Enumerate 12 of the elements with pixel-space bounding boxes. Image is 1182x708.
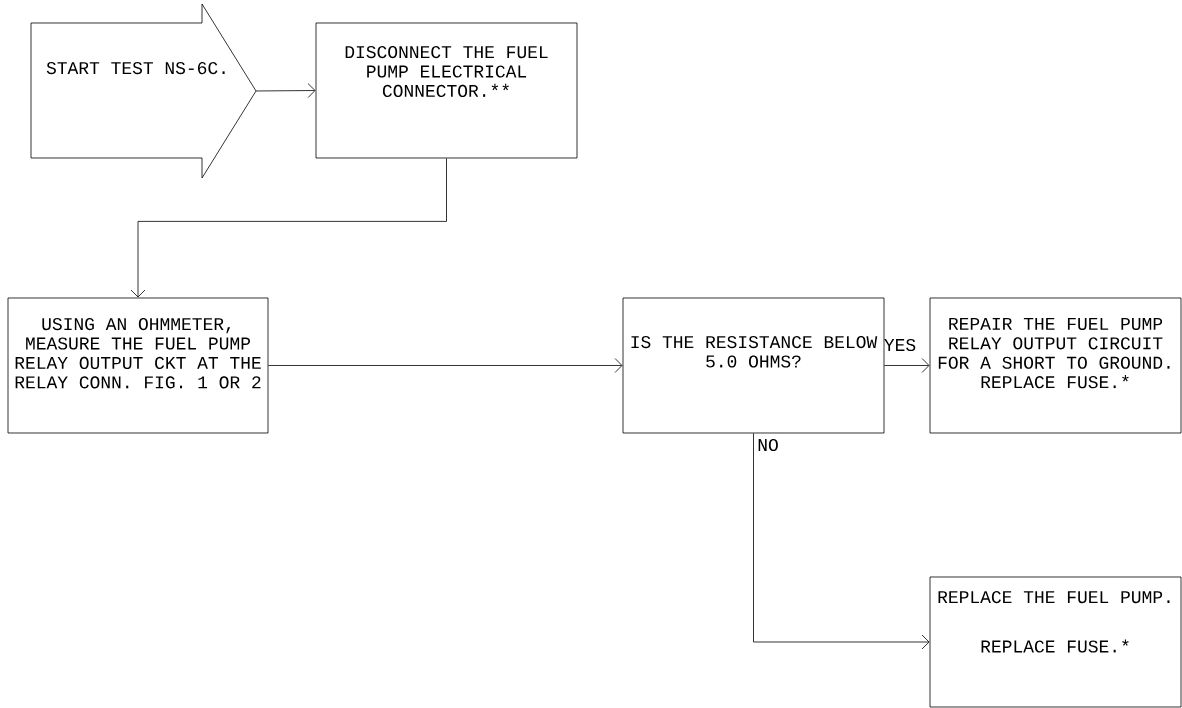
process-box: USING AN OHMMETER, MEASURE THE FUEL PUMP RELAY OUTPUT CKT AT THE RELAY CONN. FIG. 1 OR 2 [7,297,269,434]
edge-label: YES [884,338,916,352]
process-box: REPLACE THE FUEL PUMP. REPLACE FUSE.* [929,576,1182,708]
arrow [884,358,930,373]
arrow [753,433,930,650]
decision-box: IS THE RESISTANCE BELOW 5.0 OHMS? [622,297,885,434]
arrow [130,158,447,298]
process-box: REPAIR THE FUEL PUMP RELAY OUTPUT CIRCUIT FOR A SHORT TO GROUND. REPLACE FUSE.* [929,297,1182,434]
edge-label: NO [758,438,778,452]
arrow [268,358,623,373]
arrow [255,83,316,98]
process-box: DISCONNECT THE FUEL PUMP ELECTRICAL CONNECTOR.** [315,22,578,159]
